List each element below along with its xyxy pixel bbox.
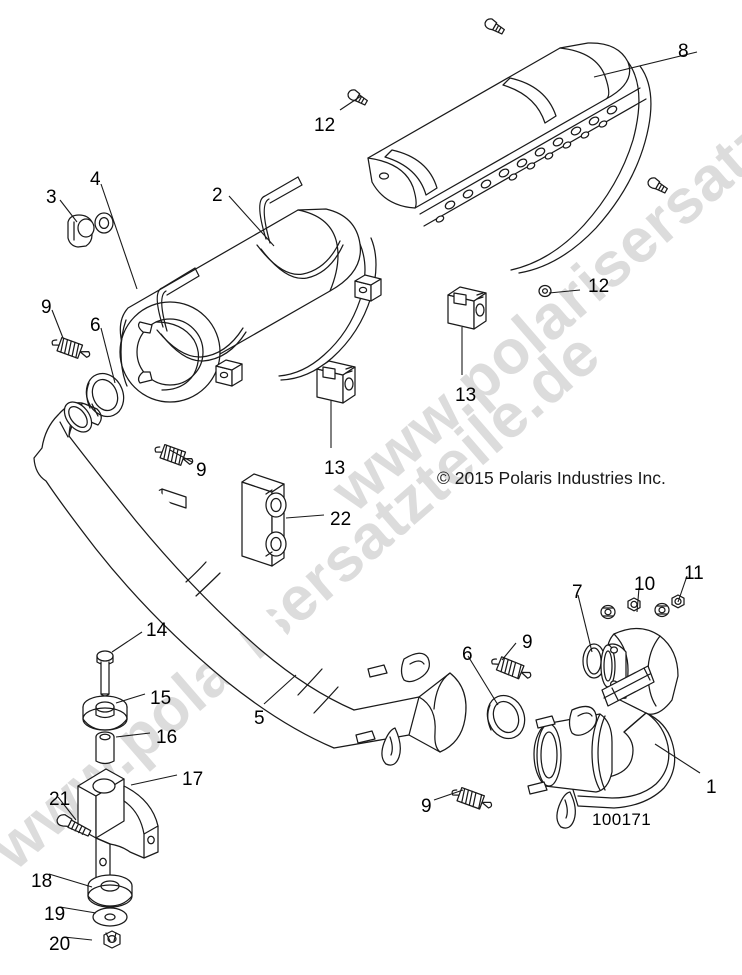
callout-exhaust-pipe-5: 5 xyxy=(254,708,265,729)
part-number-label: 100171 xyxy=(592,810,652,829)
leader-line-16 xyxy=(501,642,517,661)
part-washer-19 xyxy=(92,907,128,927)
leader-line-24 xyxy=(433,789,464,801)
leader-line-20 xyxy=(263,674,297,705)
callout-spring-9: 9 xyxy=(196,460,207,481)
part-springs xyxy=(51,336,532,810)
part-muffler-body xyxy=(119,176,382,403)
callout-nut-11: 11 xyxy=(684,563,704,584)
part-dual-isolator xyxy=(241,473,287,567)
part-isolator-mounts xyxy=(316,286,487,404)
leader-line-9 xyxy=(169,449,193,463)
part-bolt-14 xyxy=(96,650,114,697)
callout-heat-shield-8: 8 xyxy=(678,41,689,62)
callout-gasket-ring-7: 7 xyxy=(572,582,583,603)
part-mount-bracket xyxy=(77,768,159,885)
part-spacer-sleeve xyxy=(95,731,115,765)
leader-line-17 xyxy=(467,655,499,706)
leader-line-25 xyxy=(48,873,93,888)
callout-rubber-mount-15: 15 xyxy=(150,688,172,709)
callout-clamp-3: 3 xyxy=(46,187,57,208)
leader-line-7 xyxy=(100,327,116,384)
leader-line-27 xyxy=(63,936,93,941)
callout-screw-lower-12: 12 xyxy=(588,276,610,297)
copyright-notice: © 2015 Polaris Industries Inc. xyxy=(437,468,666,488)
leader-line-13 xyxy=(636,587,640,613)
leader-line-15 xyxy=(111,631,143,653)
callout-muffler-body-2: 2 xyxy=(212,185,223,206)
callout-washer-10: 10 xyxy=(634,574,656,595)
part-nut-20 xyxy=(103,930,121,949)
leader-line-23 xyxy=(57,796,77,821)
leader-line-26 xyxy=(59,906,97,914)
leader-line-12 xyxy=(577,594,593,653)
part-gasket-ring xyxy=(582,643,606,679)
part-heat-shield xyxy=(367,42,652,274)
callout-seal-6: 6 xyxy=(462,644,473,665)
callout-spacer-sleeve-16: 16 xyxy=(156,727,178,748)
callout-spring-9: 9 xyxy=(522,632,533,653)
leader-lines xyxy=(48,51,701,941)
part-seal-lower xyxy=(486,694,526,740)
callout-seal-6: 6 xyxy=(90,315,101,336)
callout-grommet-4: 4 xyxy=(90,169,101,190)
leader-line-4 xyxy=(228,195,275,247)
leader-line-2 xyxy=(59,199,78,223)
callout-nut-20: 20 xyxy=(49,934,71,955)
callout-screw-21: 21 xyxy=(49,789,71,810)
callout-rubber-mount-18: 18 xyxy=(31,871,53,892)
callout-spring-9: 9 xyxy=(421,796,432,817)
callout-isolator-mount-13: 13 xyxy=(455,385,477,406)
callout-header-pipe-1: 1 xyxy=(706,777,717,798)
callout-dual-isolator-22: 22 xyxy=(330,509,352,530)
leader-line-1 xyxy=(339,95,362,111)
leader-line-5 xyxy=(548,289,581,294)
callout-isolator-mount-13: 13 xyxy=(324,458,346,479)
leader-line-14 xyxy=(677,575,688,603)
callout-bolt-14: 14 xyxy=(146,620,168,641)
leader-line-22 xyxy=(654,743,701,774)
callout-mount-bracket-17: 17 xyxy=(182,769,204,790)
leader-line-19 xyxy=(115,732,151,738)
part-clamp xyxy=(67,214,95,248)
callout-washer-19: 19 xyxy=(44,904,66,925)
part-exhaust-pipe xyxy=(33,401,467,766)
part-washers-nuts xyxy=(600,594,685,620)
part-rubber-mount-18 xyxy=(87,874,133,908)
callout-spring-9: 9 xyxy=(41,297,52,318)
leader-line-18 xyxy=(115,693,146,704)
part-rubber-mount-15 xyxy=(82,695,128,731)
part-screw-21 xyxy=(56,814,92,837)
leader-line-21 xyxy=(130,774,178,786)
leader-line-11 xyxy=(285,514,325,519)
leader-line-3 xyxy=(100,183,138,290)
leader-line-0 xyxy=(593,51,698,78)
part-grommet xyxy=(94,212,114,234)
callout-screw-upper-12: 12 xyxy=(314,115,336,136)
part-seal-upper xyxy=(85,372,125,418)
leader-line-6 xyxy=(51,309,64,339)
part-header-pipe xyxy=(527,627,679,829)
